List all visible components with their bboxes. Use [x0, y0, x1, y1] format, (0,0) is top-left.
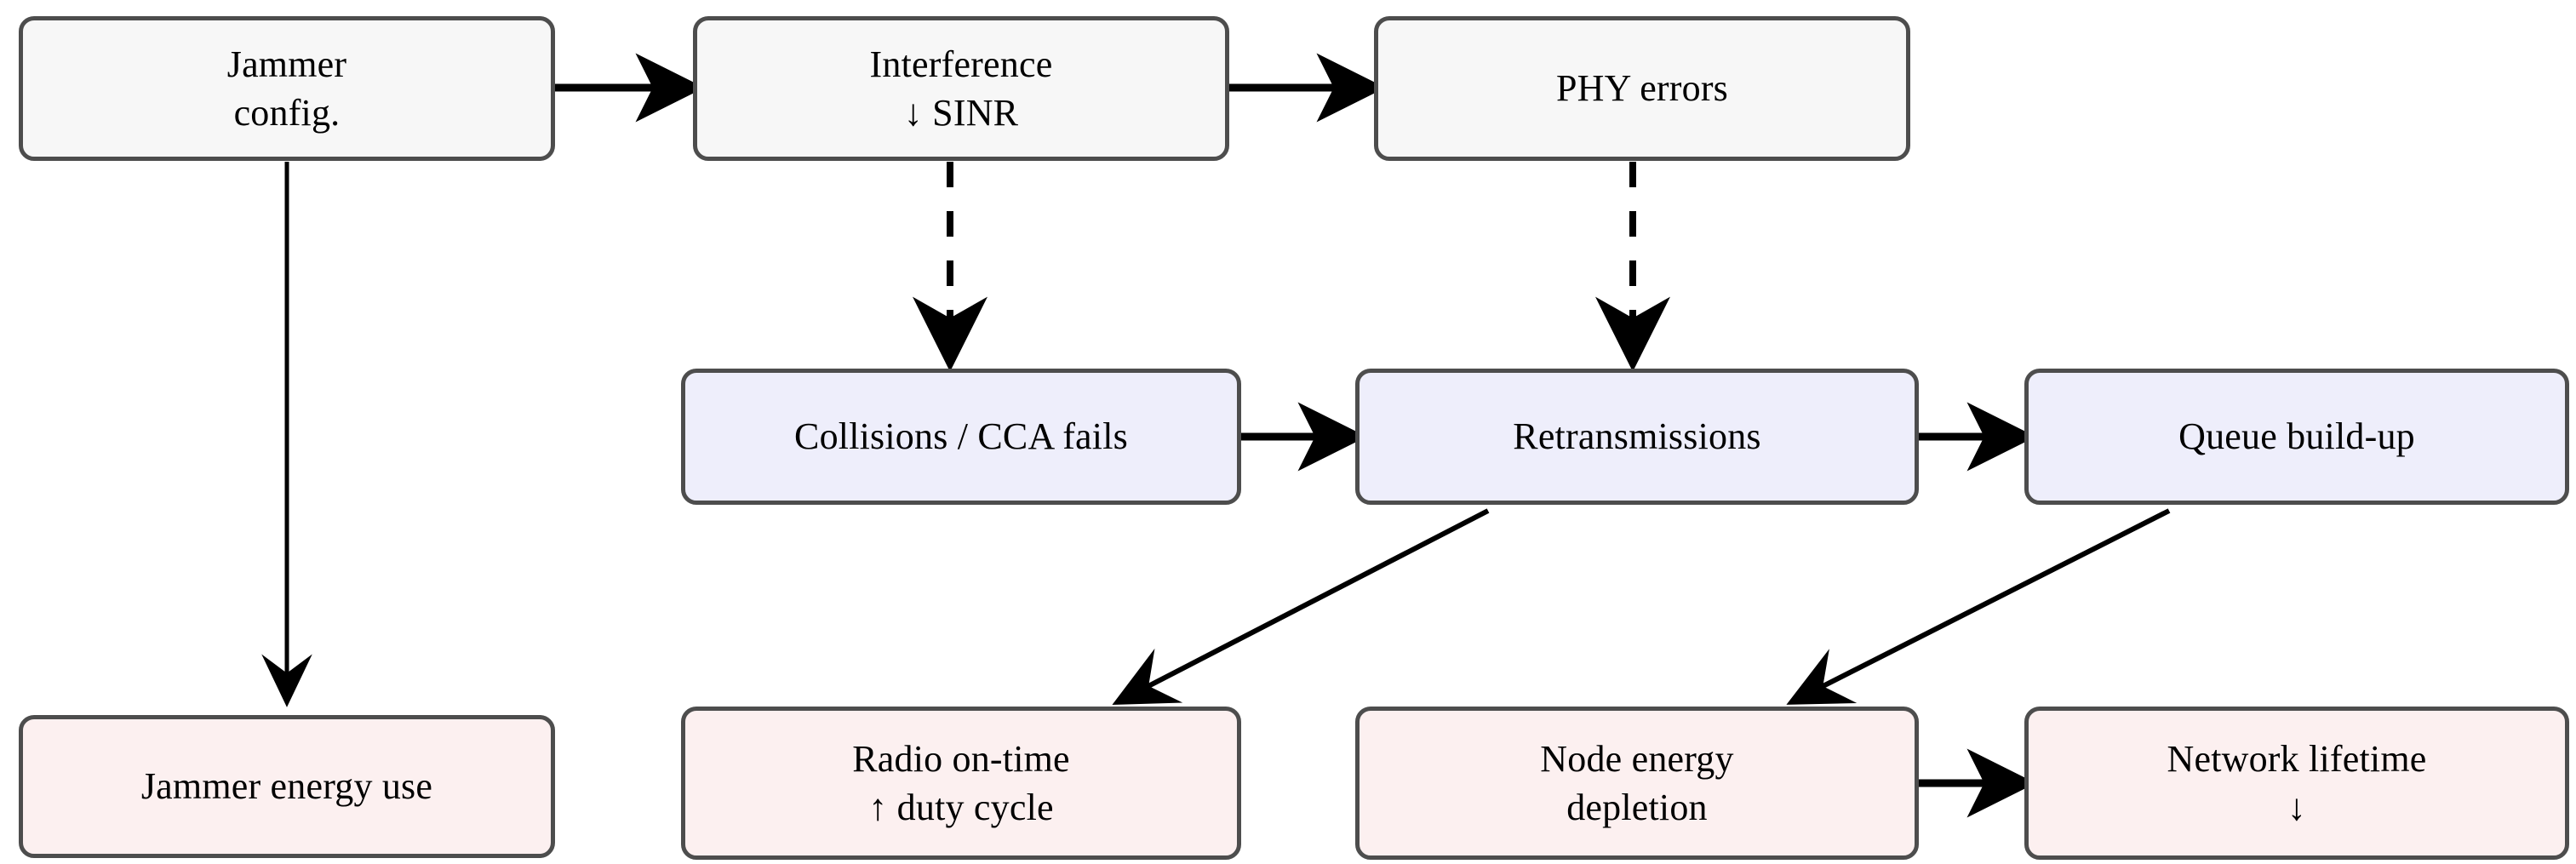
node-jammer-config[interactable]: Jammer config. — [19, 16, 555, 161]
node-collisions-cca-fails[interactable]: Collisions / CCA fails — [681, 369, 1241, 505]
node-retransmissions[interactable]: Retransmissions — [1355, 369, 1919, 505]
edge-retransmissions-to-radio-on-time — [1112, 508, 1490, 705]
edge-queue-build-up-to-node-energy — [1786, 508, 2171, 705]
node-interference[interactable]: Interference ↓ SINR — [693, 16, 1229, 161]
node-queue-build-up[interactable]: Queue build-up — [2024, 369, 2569, 505]
node-network-lifetime[interactable]: Network lifetime ↓ — [2024, 707, 2569, 860]
node-phy-errors[interactable]: PHY errors — [1374, 16, 1910, 161]
node-node-energy-depletion[interactable]: Node energy depletion — [1355, 707, 1919, 860]
node-jammer-energy-use[interactable]: Jammer energy use — [19, 715, 555, 858]
node-radio-on-time[interactable]: Radio on-time ↑ duty cycle — [681, 707, 1241, 860]
